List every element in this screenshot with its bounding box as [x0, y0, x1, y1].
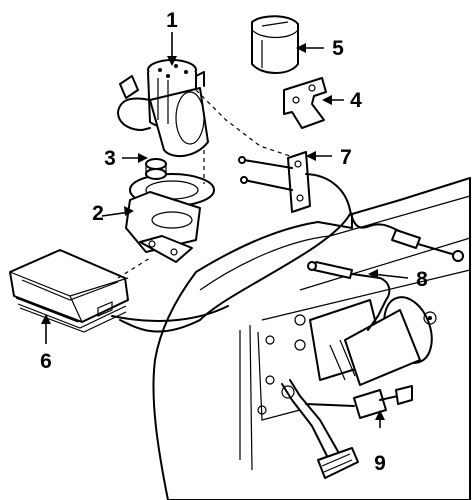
- callout-1: 1: [166, 9, 178, 32]
- cable-end: [391, 229, 464, 262]
- callout-2: 2: [92, 202, 104, 225]
- cable-clamp: [238, 151, 311, 213]
- brake-pedal: [281, 379, 359, 479]
- callout-6: 6: [40, 350, 52, 373]
- reference-line-module: [117, 257, 151, 279]
- relay: [251, 15, 299, 74]
- reference-line-servo: [195, 89, 291, 157]
- callout-4: 4: [350, 89, 362, 112]
- cruise-module: [9, 249, 129, 333]
- callout-7: 7: [340, 146, 352, 169]
- servo-bracket: [125, 173, 215, 263]
- callout-5: 5: [332, 37, 344, 60]
- throttle-cable: [305, 173, 411, 237]
- relay-bracket: [283, 77, 327, 129]
- firewall-panel: [152, 177, 471, 500]
- callout-3: 3: [104, 147, 116, 170]
- cruise-servo: [117, 59, 209, 158]
- brake-switch: [305, 385, 413, 419]
- module-harness: [111, 305, 229, 322]
- leader-arrows: [41, 43, 385, 420]
- brake-booster: [309, 296, 437, 386]
- grommet: [145, 158, 167, 180]
- pedal-cable: [119, 213, 351, 333]
- release-switch: [307, 261, 391, 331]
- callout-9: 9: [374, 452, 386, 475]
- callout-8: 8: [416, 268, 428, 291]
